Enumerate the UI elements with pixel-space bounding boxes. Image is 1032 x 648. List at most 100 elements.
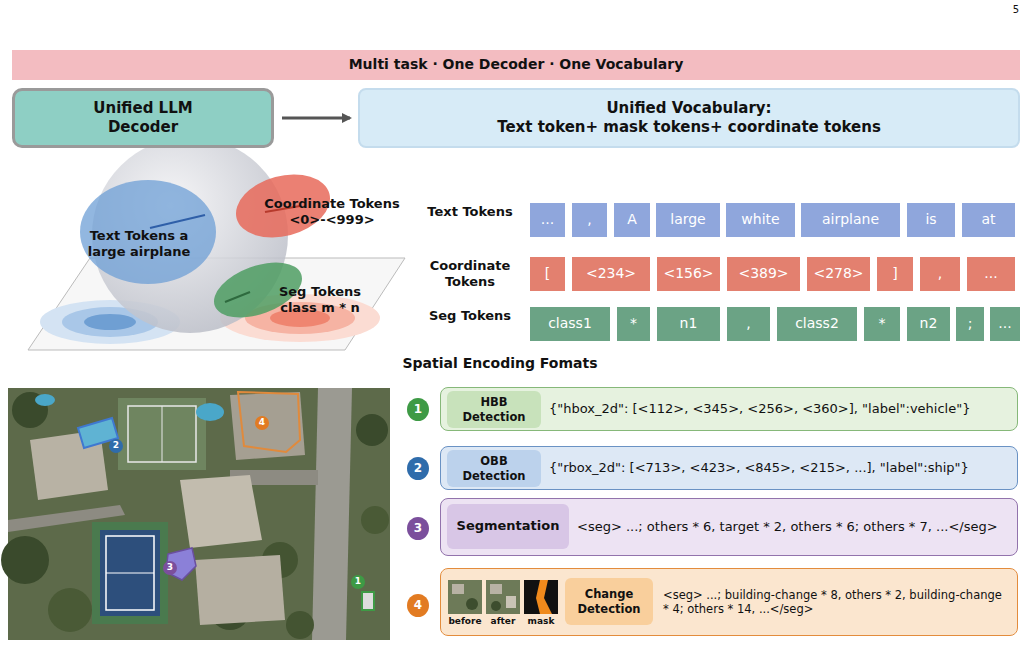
thumbnail-caption: mask xyxy=(519,616,563,627)
node-text: <seg> ...; others * 6, target * 2, other… xyxy=(577,519,998,535)
illustration-part xyxy=(452,584,464,594)
token-box: , xyxy=(727,307,770,341)
node-text: ... xyxy=(541,211,554,229)
node-text: , xyxy=(938,265,942,283)
token-box: [ xyxy=(530,257,565,291)
node-text: <389> xyxy=(738,265,788,283)
node-text: <278> xyxy=(813,265,863,283)
token-box: ... xyxy=(990,307,1020,341)
row-label: Text Tokens xyxy=(420,204,520,220)
space-label: Seg Tokens class m * n xyxy=(268,284,372,315)
node-text: Change Detection xyxy=(565,587,653,616)
illustration-part xyxy=(225,292,250,302)
node-text: Unified Vocabulary: xyxy=(606,99,771,118)
illustration-part xyxy=(536,580,552,614)
illustration-part xyxy=(118,398,206,470)
change-detection-panel xyxy=(441,569,1018,636)
node-text: large xyxy=(670,211,705,229)
token-box: n2 xyxy=(907,307,950,341)
illustration-part xyxy=(506,596,516,608)
token-box: A xyxy=(614,203,650,237)
illustration-part xyxy=(486,580,520,614)
title-banner: Multi task · One Decoder · One Vocabular… xyxy=(12,50,1020,80)
illustration-part xyxy=(361,506,389,534)
illustration-part xyxy=(448,580,482,614)
node-text: <seg> ...; building-change * 8, others *… xyxy=(663,588,1009,617)
node-text: Text token+ mask tokens+ coordinate toke… xyxy=(497,118,881,137)
token-box: , xyxy=(572,203,607,237)
token-box: white xyxy=(726,203,795,237)
token-box: at xyxy=(962,203,1015,237)
task-box: Segmentation xyxy=(447,504,569,549)
task-box: HBB Detection xyxy=(447,391,541,428)
node-text: ... xyxy=(998,315,1011,333)
token-box: class1 xyxy=(530,307,610,341)
illustration-part xyxy=(1,536,49,584)
page-number: 5 xyxy=(1006,4,1026,16)
node-text: * xyxy=(879,315,886,333)
node-text: [ xyxy=(545,265,550,283)
connector-arrow xyxy=(282,117,350,120)
illustration-part xyxy=(491,601,501,611)
illustration-part xyxy=(106,536,154,610)
token-box: ... xyxy=(967,257,1015,291)
illustration-part xyxy=(312,388,352,640)
node-text: 4 xyxy=(414,598,422,613)
space-label: Coordinate Tokens <0>-<999> xyxy=(256,196,408,227)
illustration-part xyxy=(163,561,177,575)
step-circle: 2 xyxy=(407,457,429,480)
illustration-part xyxy=(84,314,136,330)
illustration-part xyxy=(35,394,55,406)
node-text: <234> xyxy=(586,265,636,283)
space-label: Text Tokens a large airplane xyxy=(70,228,208,259)
token-box: is xyxy=(907,203,955,237)
node-text: {"rbox_2d": [<713>, <423>, <845>, <215>,… xyxy=(549,460,969,476)
illustration-part xyxy=(8,388,390,640)
token-box: <234> xyxy=(572,257,650,291)
thumbnail-caption: before xyxy=(443,616,487,627)
token-box: ] xyxy=(877,257,913,291)
illustration-part xyxy=(109,439,123,453)
row-label: Coordinate Tokens xyxy=(420,258,520,289)
token-box: * xyxy=(617,307,650,341)
node-text: HBB Detection xyxy=(447,395,541,424)
illustration-part xyxy=(92,522,168,624)
token-box: <156> xyxy=(657,257,720,291)
embedding-space xyxy=(28,137,405,350)
node-text: , xyxy=(587,211,591,229)
vocabulary-box: Unified Vocabulary:Text token+ mask toke… xyxy=(358,88,1020,148)
node-text: , xyxy=(746,315,750,333)
node-text: white xyxy=(741,211,779,229)
illustration-part xyxy=(196,403,224,421)
token-box: n1 xyxy=(657,307,720,341)
token-box: ... xyxy=(530,203,565,237)
illustration-part xyxy=(100,530,160,616)
node-text: Unified LLM Decoder xyxy=(78,99,208,137)
satellite-image xyxy=(1,388,390,640)
token-box: ; xyxy=(956,307,984,341)
node-text: airplane xyxy=(822,211,879,229)
illustration-part xyxy=(362,592,374,610)
callout-number: 4 xyxy=(255,417,269,428)
task-box: Change Detection xyxy=(565,578,653,625)
format-box: <seg> ...; others * 6, target * 2, other… xyxy=(440,498,1018,556)
format-box: {"hbox_2d": [<112>, <345>, <256>, <360>]… xyxy=(440,387,1018,431)
illustration-part xyxy=(286,611,314,639)
callout-number: 3 xyxy=(163,562,177,573)
illustration-part xyxy=(238,392,300,452)
decoder-box: Unified LLM Decoder xyxy=(12,88,274,148)
node-text: * xyxy=(630,315,637,333)
illustration-part xyxy=(441,569,1018,636)
illustration-part xyxy=(128,406,196,462)
illustration-part xyxy=(162,406,163,462)
node-text: Segmentation xyxy=(457,518,560,534)
callout-number: 2 xyxy=(109,440,123,451)
illustration-part xyxy=(230,392,305,460)
token-box: * xyxy=(864,307,900,341)
format-box: {"rbox_2d": [<713>, <423>, <845>, <215>,… xyxy=(440,446,1018,490)
token-box: <278> xyxy=(807,257,870,291)
node-text: at xyxy=(981,211,995,229)
illustration-part xyxy=(180,475,262,548)
node-text: class2 xyxy=(795,315,839,333)
step-circle: 1 xyxy=(407,398,429,421)
